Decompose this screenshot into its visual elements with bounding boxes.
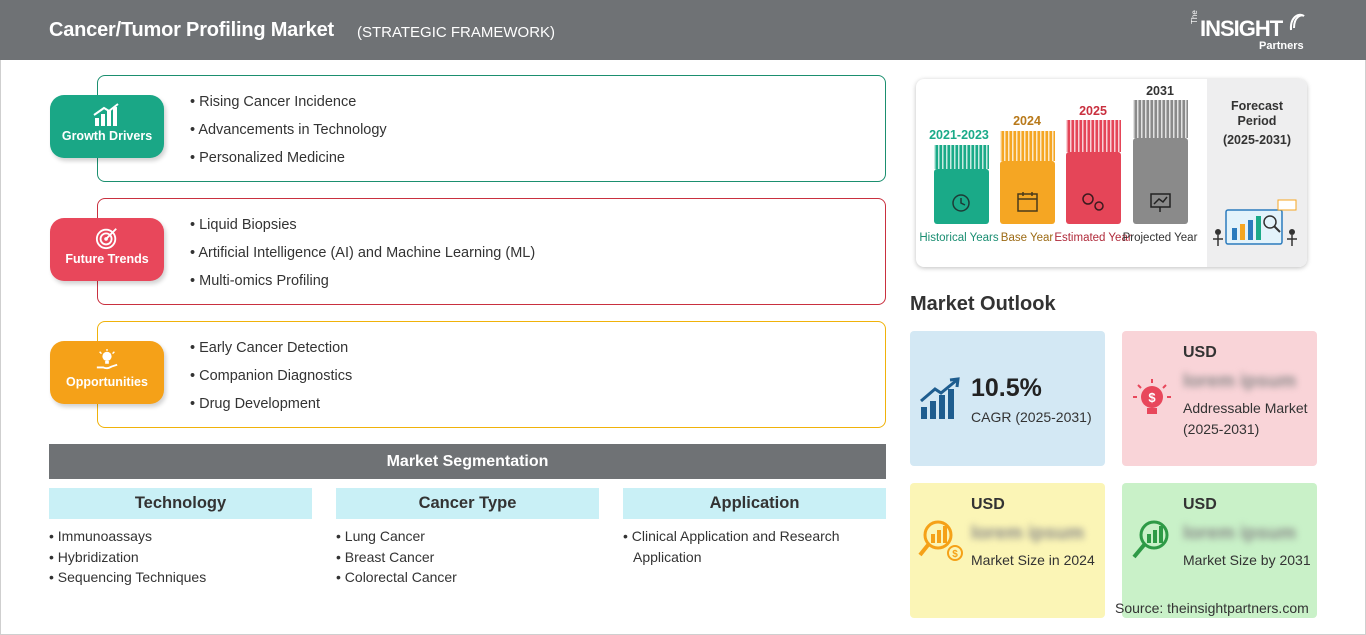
timeline-year: 2021-2023 [929,128,989,142]
timeline-year: 2025 [1079,104,1107,118]
history-clock-icon [952,194,970,212]
list-item: Hybridization [49,547,312,568]
segment-list: Lung Cancer Breast Cancer Colorectal Can… [336,526,599,588]
growth-chart-icon [920,377,960,419]
future-trends-label: Future Trends [65,252,149,266]
growth-chart-icon [93,103,119,126]
size-2031-label: Market Size by 2031 [1183,552,1311,568]
future-trends-badge: Future Trends [50,218,164,281]
list-item: Clinical Application and Research Applic… [623,526,858,567]
addressable-market-card: $ USD lorem ipsum Addressable Market (20… [1122,331,1317,466]
page-subtitle: (STRATEGIC FRAMEWORK) [357,24,556,41]
cagr-value: 10.5% [971,374,1042,402]
size-2031-currency: USD [1183,496,1217,513]
analytics-people-icon [1213,199,1297,246]
list-item: Lung Cancer [336,526,599,547]
forecast-title: Forecast Period [1230,99,1284,128]
projected-bar [1133,138,1188,224]
size-2024-currency: USD [971,496,1005,513]
list-item: Companion Diagnostics [190,368,352,396]
list-item: Rising Cancer Incidence [190,94,387,122]
historical-bar-stripes [934,145,989,169]
size-2031-value: lorem ipsum [1183,523,1296,544]
list-item: Advancements in Technology [190,122,386,150]
magnifier-chart-icon [1132,520,1169,559]
svg-text:$: $ [952,549,958,560]
opportunities-label: Opportunities [66,375,148,389]
estimated-bar-stripes [1066,120,1121,152]
future-trends-list: Liquid Biopsies Artificial Intelligence … [190,217,535,301]
segment-technology: Technology Immunoassays Hybridization Se… [49,488,312,588]
base-bar-stripes [1000,131,1055,161]
timeline-label: Projected Year [1122,232,1198,244]
logo-swoosh-icon [1289,13,1305,31]
target-icon [95,228,117,250]
estimated-bar [1066,152,1121,224]
forecast-range: (2025-2031) [1222,133,1292,147]
calendar-icon [1017,192,1038,212]
growth-drivers-badge: Growth Drivers [50,95,164,158]
dollar-lightbulb-icon: $ [1133,379,1171,414]
growth-drivers-box: Rising Cancer Incidence Advancements in … [97,75,886,182]
magnifier-chart-icon: $ [918,520,963,561]
cagr-card: 10.5% CAGR (2025-2031) [910,331,1105,466]
list-item: Multi-omics Profiling [190,273,535,301]
estimate-gears-icon [1082,193,1104,211]
timeline-label: Estimated Year [1054,232,1132,244]
list-item: Colorectal Cancer [336,567,599,588]
cagr-label: CAGR (2025-2031) [971,409,1092,425]
segment-heading: Application [623,488,886,519]
segment-list: Immunoassays Hybridization Sequencing Te… [49,526,312,588]
addressable-value: lorem ipsum [1183,371,1296,392]
opportunities-list: Early Cancer Detection Companion Diagnos… [190,340,352,424]
size-2024-label: Market Size in 2024 [971,552,1095,568]
timeline-year: 2031 [1146,84,1174,98]
insight-partners-logo[interactable]: The INSIGHT Partners [1190,10,1310,52]
opportunities-badge: Opportunities [50,341,164,404]
segment-cancer-type: Cancer Type Lung Cancer Breast Cancer Co… [336,488,599,588]
header-bar: Cancer/Tumor Profiling Market (STRATEGIC… [0,0,1366,60]
projected-bar-stripes [1133,100,1188,138]
hand-lightbulb-icon [96,349,118,370]
segment-application: Application Clinical Application and Res… [623,488,886,567]
market-outlook-title: Market Outlook [910,293,1056,315]
opportunities-box: Early Cancer Detection Companion Diagnos… [97,321,886,428]
svg-text:$: $ [1148,390,1156,405]
growth-drivers-label: Growth Drivers [61,129,153,143]
list-item: Sequencing Techniques [49,567,312,588]
list-item: Early Cancer Detection [190,340,352,368]
timeline-label: Historical Years [919,232,999,244]
addressable-currency: USD [1183,344,1217,361]
market-size-2024-card: $ USD lorem ipsum Market Size in 2024 [910,483,1105,618]
list-item: Personalized Medicine [190,150,387,178]
list-item: Drug Development [190,396,352,424]
segment-heading: Cancer Type [336,488,599,519]
list-item: Artificial Intelligence (AI) and Machine… [190,245,535,273]
projection-board-icon [1150,193,1171,212]
timeline-label: Base Year [1000,232,1054,244]
source-credit: Source: theinsightpartners.com [1115,600,1309,616]
list-item: Breast Cancer [336,547,599,568]
page-title: Cancer/Tumor Profiling Market [49,19,334,41]
segment-list: Clinical Application and Research Applic… [623,526,858,567]
addressable-label: Addressable Market (2025-2031) [1183,400,1308,437]
size-2024-value: lorem ipsum [971,523,1084,544]
growth-drivers-list: Rising Cancer Incidence Advancements in … [190,94,387,178]
list-item: Immunoassays [49,526,312,547]
historical-bar [934,169,989,224]
list-item: Liquid Biopsies [190,217,535,245]
timeline-year: 2024 [1013,114,1041,128]
base-bar [1000,161,1055,224]
market-size-2031-card: USD lorem ipsum Market Size by 2031 [1122,483,1317,618]
segment-heading: Technology [49,488,312,519]
segmentation-title: Market Segmentation [49,444,886,479]
future-trends-box: Liquid Biopsies Artificial Intelligence … [97,198,886,305]
